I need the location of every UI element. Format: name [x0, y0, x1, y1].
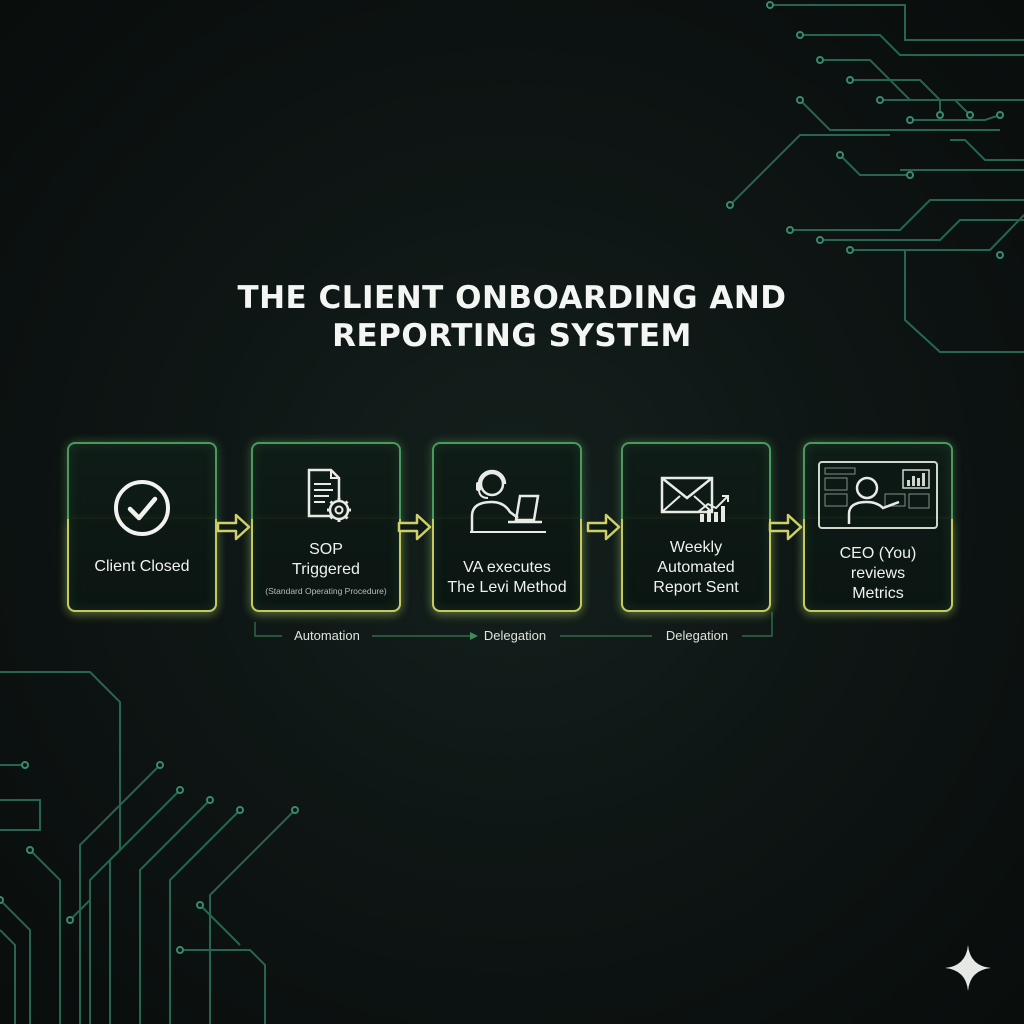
title-line-1: THE CLIENT ONBOARDING AND	[237, 280, 787, 316]
document-gear-icon	[253, 466, 399, 528]
person-dashboard-icon	[805, 458, 951, 534]
step-client-closed: Client Closed	[67, 442, 217, 612]
checkmark-circle-icon	[69, 478, 215, 538]
envelope-chart-icon	[623, 468, 769, 526]
title-line-2: REPORTING SYSTEM	[332, 318, 692, 354]
step-sublabel: (Standard Operating Procedure)	[265, 586, 387, 596]
step-label: Client Closed	[94, 558, 190, 575]
arrow-right-icon	[397, 513, 432, 541]
connector-label-delegation: Delegation	[483, 628, 547, 643]
arrow-right-icon	[586, 513, 621, 541]
arrow-right-icon	[216, 513, 251, 541]
person-headset-laptop-icon	[434, 464, 580, 536]
arrow-right-icon	[768, 513, 803, 541]
connector-label-automation: Automation	[294, 628, 360, 643]
sparkle-icon	[945, 945, 991, 991]
connector-label-delegation: Delegation	[665, 628, 729, 643]
